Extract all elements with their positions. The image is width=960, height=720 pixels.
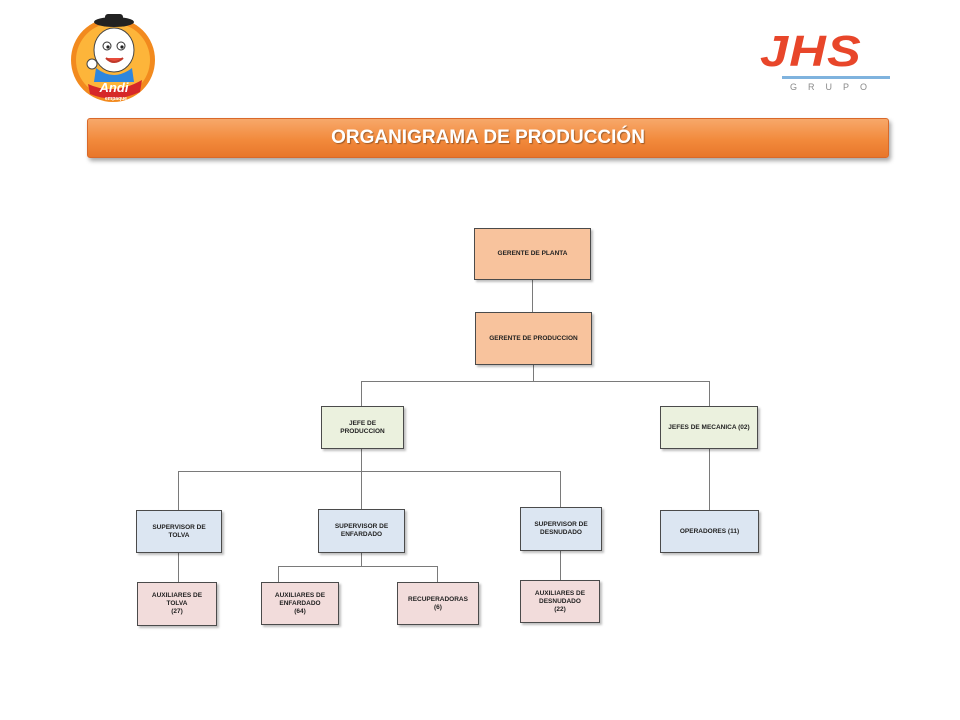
connector-line — [178, 471, 560, 472]
jhs-tagline-text: GRUPO — [790, 82, 879, 92]
connector-line — [437, 566, 438, 582]
connector-line — [278, 566, 438, 567]
node-gerente-de-produccion: GERENTE DE PRODUCCION — [475, 312, 592, 365]
connector-line — [361, 552, 362, 566]
title-banner: ORGANIGRAMA DE PRODUCCIÓN — [87, 118, 889, 158]
andi-tagline-text: empaque — [105, 96, 127, 102]
node-auxiliares-de-enfardado: AUXILIARES DE ENFARDADO (64) — [261, 582, 339, 625]
node-label: OPERADORES (11) — [679, 527, 740, 535]
node-supervisor-de-desnudado: SUPERVISOR DE DESNUDADO — [520, 507, 602, 551]
node-label: JEFES DE MECANICA (02) — [668, 423, 750, 431]
node-label: GERENTE DE PRODUCCION — [489, 334, 578, 342]
jhs-brand-text: JHS — [760, 27, 862, 76]
connector-line — [709, 381, 710, 406]
node-label: AUXILIARES DE DESNUDADO (22) — [534, 589, 586, 613]
node-jefe-de-produccion: JEFE DE PRODUCCION — [321, 406, 404, 449]
connector-line — [533, 364, 534, 381]
connector-line — [361, 471, 362, 509]
node-auxiliares-de-tolva: AUXILIARES DE TOLVA (27) — [137, 582, 217, 626]
andi-logo: Andi empaque — [70, 12, 158, 104]
connector-line — [278, 566, 279, 582]
jhs-divider-line — [782, 76, 890, 79]
node-label: SUPERVISOR DE TOLVA — [152, 523, 206, 539]
connector-line — [709, 449, 710, 510]
connector-line — [560, 551, 561, 580]
connector-line — [178, 553, 179, 582]
node-label: JEFE DE PRODUCCION — [340, 419, 385, 435]
node-label: SUPERVISOR DE ENFARDADO — [334, 523, 389, 538]
node-gerente-de-planta: GERENTE DE PLANTA — [474, 228, 591, 280]
page-title: ORGANIGRAMA DE PRODUCCIÓN — [331, 127, 645, 148]
connector-line — [532, 279, 533, 312]
connector-line — [178, 471, 179, 510]
node-supervisor-de-enfardado: SUPERVISOR DE ENFARDADO — [318, 509, 405, 553]
node-label: SUPERVISOR DE DESNUDADO — [534, 521, 588, 536]
connector-line — [560, 471, 561, 507]
connector-line — [361, 448, 362, 472]
node-label: GERENTE DE PLANTA — [497, 250, 568, 257]
node-operadores: OPERADORES (11) — [660, 510, 759, 553]
jhs-grupo-logo: JHS GRUPO — [760, 30, 894, 92]
connector-line — [361, 381, 362, 406]
node-supervisor-de-tolva: SUPERVISOR DE TOLVA — [136, 510, 222, 553]
connector-line — [361, 381, 710, 382]
andi-brand-text: Andi — [99, 80, 129, 95]
node-jefes-de-mecanica: JEFES DE MECANICA (02) — [660, 406, 758, 449]
node-label: RECUPERADORAS (6) — [408, 595, 468, 611]
node-label: AUXILIARES DE TOLVA (27) — [151, 592, 203, 615]
node-recuperadoras: RECUPERADORAS (6) — [397, 582, 479, 625]
node-label: AUXILIARES DE ENFARDADO (64) — [274, 591, 326, 615]
node-auxiliares-de-desnudado: AUXILIARES DE DESNUDADO (22) — [520, 580, 600, 623]
